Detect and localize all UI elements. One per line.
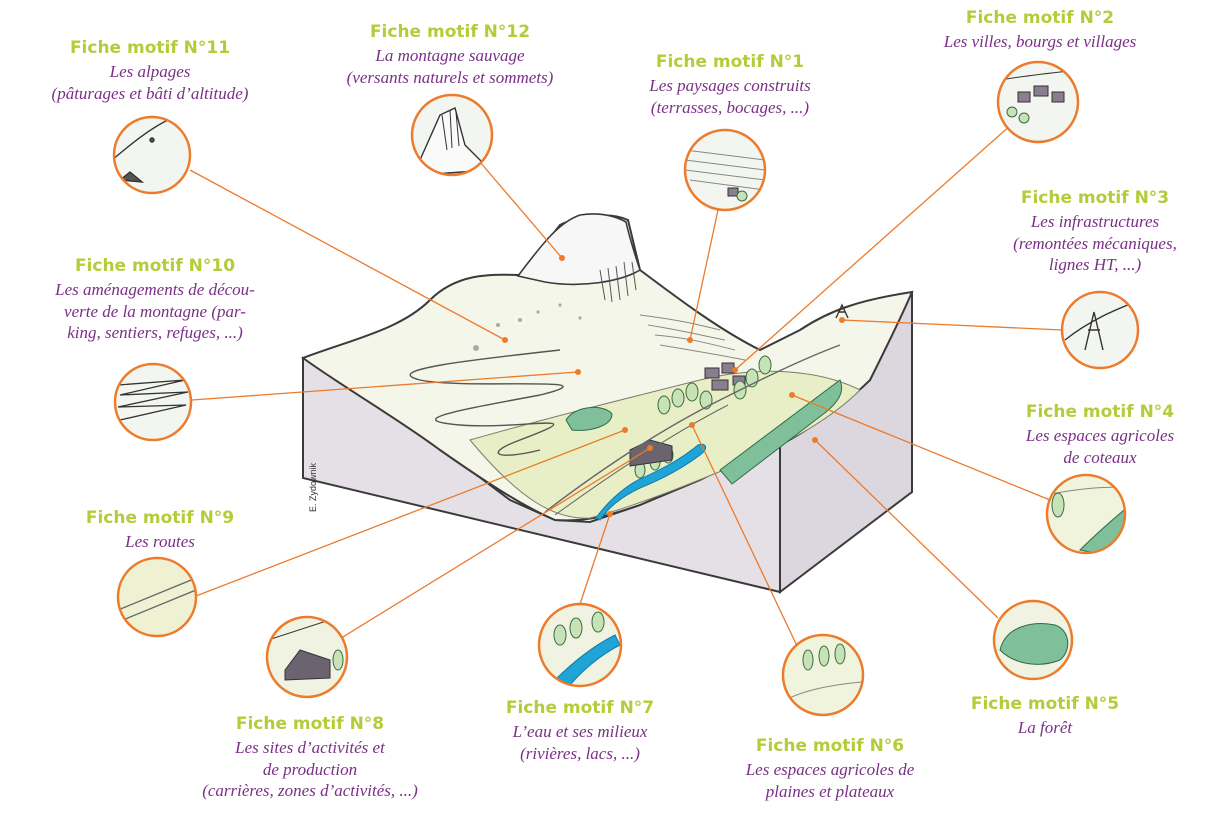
alpine-pasture-icon[interactable] (112, 115, 192, 195)
hillside-farmland-icon[interactable] (1045, 473, 1130, 560)
motif-title: Fiche motif N°3 (1020, 188, 1170, 208)
motif-title: Fiche motif N°5 (970, 694, 1120, 714)
summit-rock (516, 213, 641, 286)
connector-m10 (191, 371, 579, 401)
motif-description: plaines et plateaux (765, 781, 895, 801)
village-icon[interactable] (996, 60, 1080, 144)
motif-title: Fiche motif N°8 (235, 714, 385, 734)
label-motif-10: Fiche motif N°10 Les aménagements de déc… (20, 256, 290, 343)
connector-m3 (841, 319, 1063, 331)
motif-title: Fiche motif N°10 (74, 256, 236, 276)
motif-description: Les espaces agricoles (1025, 426, 1175, 446)
motif-description: Les paysages construits (649, 76, 811, 96)
motif-title: Fiche motif N°9 (85, 508, 235, 528)
motif-title: Fiche motif N°2 (965, 8, 1115, 28)
connector-m7 (579, 513, 611, 605)
label-motif-9: Fiche motif N°9 Les routes (60, 508, 260, 553)
terraces (639, 314, 746, 361)
motif-description: (rivières, lacs, ...) (520, 743, 640, 763)
motif-description: Les infrastructures (1030, 212, 1160, 232)
connector-m1 (689, 209, 719, 341)
river-icon[interactable] (537, 602, 623, 690)
motif-description: (remontées mécaniques, (1013, 233, 1177, 253)
motif-description: Les espaces agricoles de (745, 760, 915, 780)
motif-description: (terrasses, bocages, ...) (650, 97, 810, 117)
motif-description: de production (262, 759, 358, 779)
switchback-trail-icon[interactable] (113, 362, 193, 442)
connector-m12 (479, 161, 563, 259)
motif-title: Fiche motif N°12 (369, 22, 531, 42)
road-edge (554, 404, 729, 516)
motif-description: lignes HT, ...) (1048, 254, 1142, 274)
label-motif-11: Fiche motif N°11 Les alpages (pâturages … (20, 38, 280, 104)
motif-description: (carrières, zones d’activités, ...) (202, 780, 418, 800)
motif-description: de coteaux (1063, 447, 1137, 467)
connector-m5 (814, 439, 999, 619)
switchback-trail (409, 349, 564, 456)
motif-title: Fiche motif N°11 (69, 38, 231, 58)
motif-title: Fiche motif N°7 (505, 698, 655, 718)
connector-lines (189, 123, 1063, 649)
motif-description: Les aménagements de décou- (55, 280, 255, 300)
motif-description: Les alpages (109, 62, 191, 82)
road-icon[interactable] (116, 556, 198, 638)
terraces-icon[interactable] (683, 128, 767, 212)
motif-description: L’eau et ses milieux (512, 722, 648, 742)
connector-m8 (337, 447, 651, 641)
label-motif-8: Fiche motif N°8 Les sites d’activités et… (160, 714, 460, 801)
pylon (835, 303, 849, 319)
label-motif-2: Fiche motif N°2 Les villes, bourgs et vi… (900, 8, 1180, 53)
motif-description: king, sentiers, refuges, ...) (67, 322, 243, 342)
motif-description: La forêt (1017, 718, 1073, 738)
label-motif-4: Fiche motif N°4 Les espaces agricoles de… (985, 402, 1215, 468)
road (544, 344, 841, 513)
landscape-block (300, 213, 914, 595)
motif-description: verte de la montagne (par- (64, 301, 246, 321)
scree-rocks (473, 303, 582, 351)
label-motif-12: Fiche motif N°12 La montagne sauvage (ve… (300, 22, 600, 88)
motif-title: Fiche motif N°1 (655, 52, 805, 72)
mountain-peak-icon[interactable] (410, 93, 494, 177)
connector-m9 (195, 429, 626, 597)
connector-dots (502, 255, 845, 517)
forest-patch (565, 407, 613, 431)
motif-title: Fiche motif N°4 (1025, 402, 1175, 422)
label-motif-5: Fiche motif N°5 La forêt (945, 694, 1145, 739)
label-motif-3: Fiche motif N°3 Les infrastructures (rem… (975, 188, 1215, 275)
motif-description: Les sites d’activités et (235, 738, 385, 758)
plain-farmland-icon[interactable] (781, 633, 865, 717)
motif-description: La montagne sauvage (375, 46, 525, 66)
forest-icon[interactable] (992, 599, 1074, 681)
connector-m11 (189, 169, 506, 341)
motif-description: (versants naturels et sommets) (346, 67, 554, 87)
motif-description: Les routes (125, 532, 195, 552)
industrial-site-icon[interactable] (265, 615, 349, 699)
river (595, 443, 707, 521)
artist-credit: E. Zydownik (308, 462, 318, 512)
label-motif-6: Fiche motif N°6 Les espaces agricoles de… (710, 736, 950, 802)
label-motif-1: Fiche motif N°1 Les paysages construits … (605, 52, 855, 118)
connector-m6 (691, 424, 799, 649)
forest-strip (719, 379, 843, 485)
motif-description: Les villes, bourgs et villages (943, 32, 1137, 52)
pylon-icon[interactable] (1060, 290, 1140, 370)
motif-title: Fiche motif N°6 (755, 736, 905, 756)
label-motif-7: Fiche motif N°7 L’eau et ses milieux (ri… (475, 698, 685, 764)
connector-m2 (734, 123, 1013, 371)
motif-description: (pâturages et bâti d’altitude) (51, 83, 249, 103)
connector-m4 (791, 394, 1051, 501)
